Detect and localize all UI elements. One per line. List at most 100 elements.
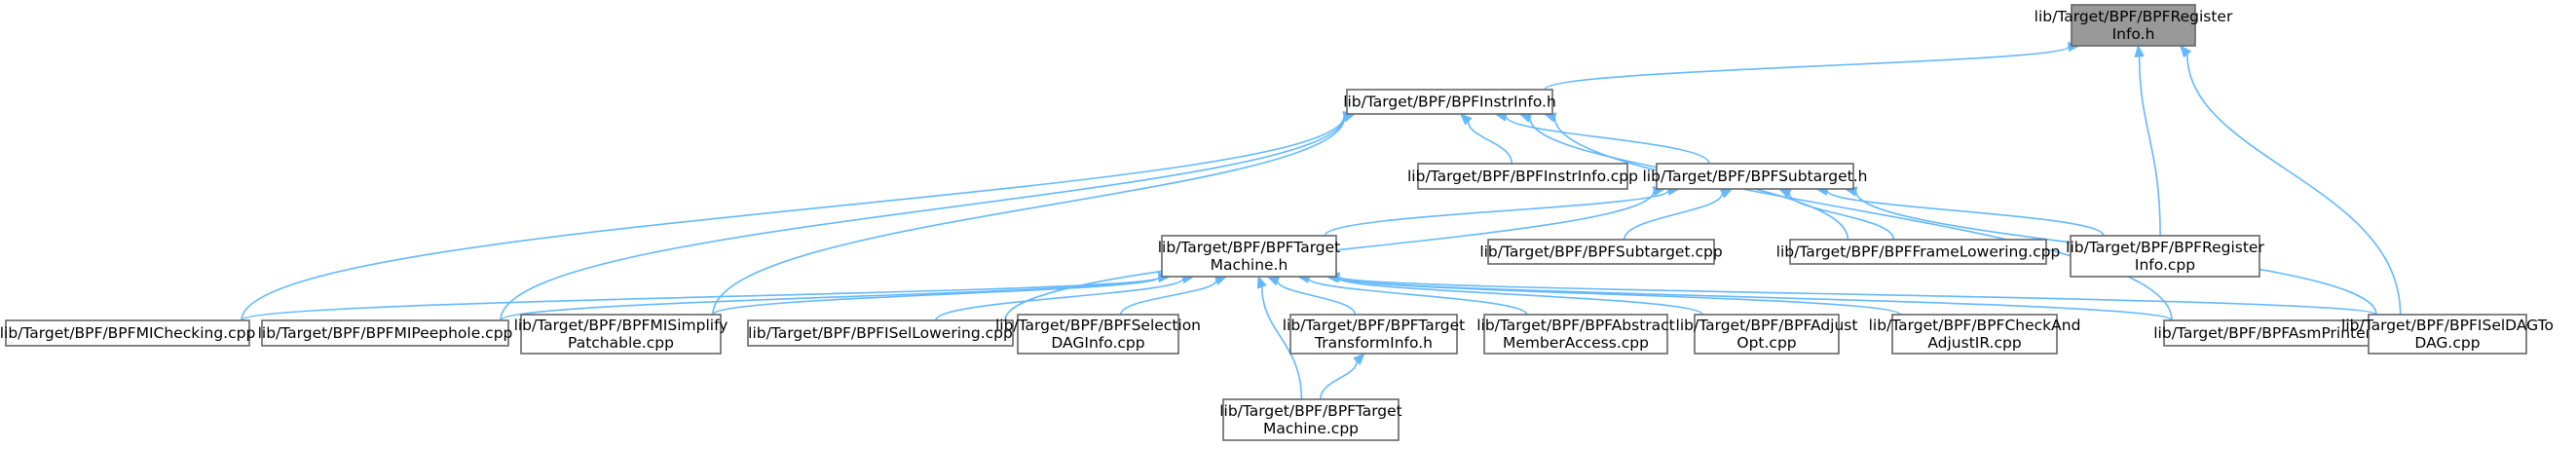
node-label-line: lib/Target/BPF/BPFAbstract [1476,317,1675,334]
node-box [2368,314,2527,355]
node-box [1222,398,1400,441]
edge-line [1623,193,1724,241]
node-box [1789,239,2047,265]
node-asmprinter-cpp[interactable]: lib/Target/BPF/BPFAsmPrinter.cpp [2153,319,2403,347]
edge-line [500,116,1346,321]
edge-line [1467,121,1513,165]
node-instrinfo-cpp[interactable]: lib/Target/BPF/BPFInstrInfo.cpp [1407,163,1638,190]
edge-layer [241,41,2402,400]
edge-line [1324,189,1669,237]
node-label-line: lib/Target/BPF/BPFFrameLowering.cpp [1776,243,2061,261]
node-label-line: lib/Target/BPF/BPFInstrInfo.h [1343,94,1556,111]
edge-line [1119,280,1217,316]
node-label-line: lib/Target/BPF/BPFISelLowering.cpp [748,324,1013,342]
edge-line [934,278,1184,321]
node-box [1891,314,2058,355]
edge-line [2186,54,2402,316]
node-label-line: lib/Target/BPF/BPFTarget [1283,317,1466,334]
node-box [1656,163,1854,190]
edge-isellowering_cpp-to-targetmachine_h [934,273,1196,321]
edge-asmprinter_cpp-to-targetmachine_h [1326,272,2173,321]
edge-line [712,117,1346,316]
edge-line [712,277,1160,316]
node-label-line: Info.h [2112,25,2155,43]
node-label-line: Patchable.cpp [568,334,674,352]
edge-targetmachine_cpp-to-targetmachine_h [1256,275,1303,400]
node-box [2163,319,2393,347]
edge-line [241,276,1160,321]
node-label-line: AdjustIR.cpp [1927,334,2021,352]
node-label-line: Opt.cpp [1736,334,1796,352]
node-box [1346,89,1553,115]
node-box [1417,163,1628,190]
node-label-line: lib/Target/BPF/BPFInstrInfo.cpp [1407,168,1638,185]
node-box [5,319,250,347]
node-label-line: lib/Target/BPF/BPFMIPeephole.cpp [258,324,513,342]
node-framelowering-cpp[interactable]: lib/Target/BPF/BPFFrameLowering.cpp [1776,239,2061,265]
node-label-line: lib/Target/BPF/BPFSelection [995,317,1201,334]
edge-line [1319,360,1358,400]
node-label-line: lib/Target/BPF/BPFSubtarget.cpp [1479,243,1722,261]
node-label-line: MemberAccess.cpp [1503,334,1649,352]
edge-line [1505,116,1710,165]
node-misimplify-cpp[interactable]: lib/Target/BPF/BPFMISimplifyPatchable.cp… [514,314,728,355]
edge-michecking_cpp-to-instrinfo_h [241,110,1357,321]
node-box [1289,314,1458,355]
node-box [1487,239,1715,265]
edge-line [2138,56,2161,237]
edge-framelowering_cpp-to-subtarget_h [1777,188,1895,241]
node-box [2070,235,2260,278]
node-label-line: Machine.cpp [1263,420,1359,437]
edge-iseldag_cpp-to-reginfo_h [2180,44,2402,316]
node-subtarget-h[interactable]: lib/Target/BPF/BPFSubtarget.h [1643,163,1868,190]
node-mipeephole-cpp[interactable]: lib/Target/BPF/BPFMIPeephole.cpp [258,319,513,347]
node-michecking-cpp[interactable]: lib/Target/BPF/BPFMIChecking.cpp [0,319,255,347]
node-box [1161,235,1337,278]
node-box [2071,4,2196,47]
node-instrinfo-h[interactable]: lib/Target/BPF/BPFInstrInfo.h [1343,89,1556,115]
edge-line [1338,276,2173,321]
node-label-line: TransformInfo.h [1314,334,1433,352]
edge-line [1260,286,1303,400]
edge-line [1276,281,1357,316]
edge-michecking_cpp-to-targetmachine_h [241,272,1172,321]
edge-reginfo_cpp-to-reginfo_h [2134,44,2161,237]
node-abstract-cpp[interactable]: lib/Target/BPF/BPFAbstractMemberAccess.c… [1476,314,1675,355]
edge-subtarget_cpp-to-subtarget_h [1623,188,1734,241]
node-label-line: lib/Target/BPF/BPFMISimplify [514,317,728,334]
edge-mipeephole_cpp-to-instrinfo_h [500,111,1357,321]
edge-line [241,115,1345,321]
node-label-line: Info.cpp [2135,256,2195,274]
node-box [520,314,722,355]
node-isellowering-cpp[interactable]: lib/Target/BPF/BPFISelLowering.cpp [747,319,1014,347]
node-box [1017,314,1179,355]
node-label-line: lib/Target/BPF/BPFTarget [1158,239,1341,256]
node-label-line: lib/Target/BPF/BPFTarget [1219,402,1402,420]
node-label-line: lib/Target/BPF/BPFCheckAnd [1869,317,2081,334]
edge-line [1788,193,1895,241]
edge-instrinfo_cpp-to-instrinfo_h [1459,113,1513,165]
edge-arrowhead [1256,275,1267,289]
node-label-line: lib/Target/BPF/BPFAsmPrinter.cpp [2153,324,2403,342]
node-label-line: DAG.cpp [2414,334,2480,352]
node-label-line: lib/Target/BPF/BPFRegister [2035,8,2233,25]
edge-transforminfo_h-to-targetmachine_h [1266,276,1357,316]
edge-line [1544,46,2070,91]
node-box [1694,314,1840,355]
node-subtarget-cpp[interactable]: lib/Target/BPF/BPFSubtarget.cpp [1479,239,1723,265]
edge-arrowhead [2134,44,2145,58]
edge-arrowhead [1459,113,1473,126]
edge-instrinfo_h-to-reginfo_h [1544,41,2081,91]
node-label-line: lib/Target/BPF/BPFISelDAGTo [2341,317,2554,334]
edge-line [1826,190,2105,237]
node-label-line: lib/Target/BPF/BPFMIChecking.cpp [0,324,255,342]
